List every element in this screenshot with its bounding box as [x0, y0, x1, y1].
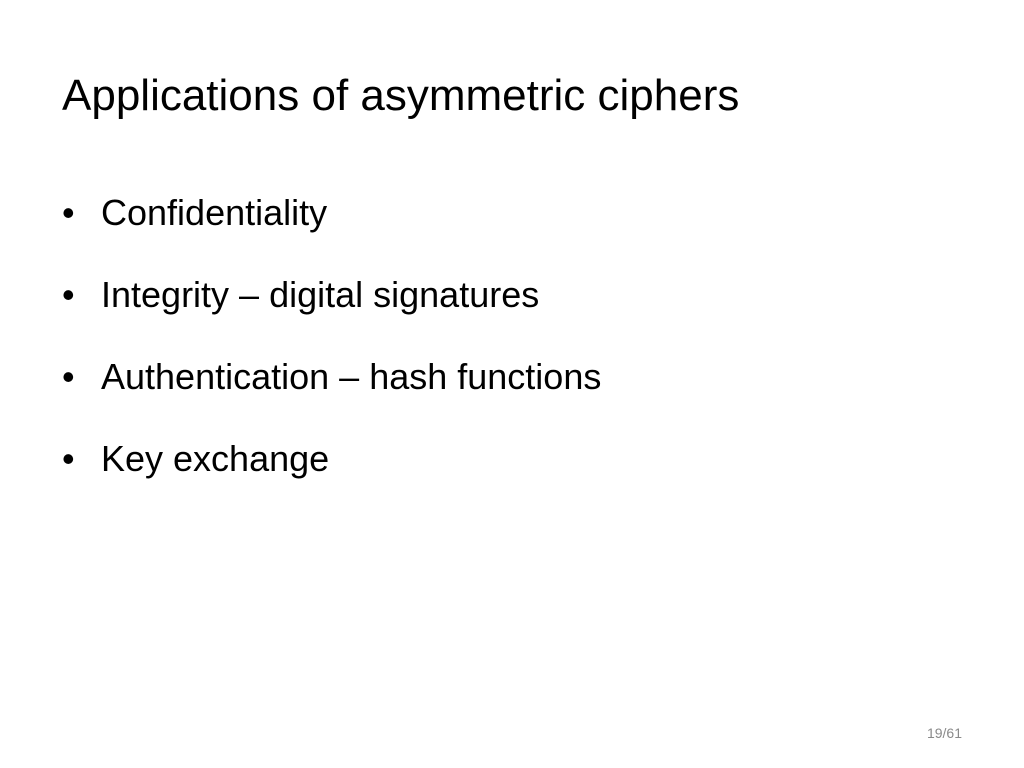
bullet-point-icon: •: [62, 356, 75, 397]
page-number: 19/61: [926, 725, 962, 741]
bullet-text: Confidentiality: [101, 192, 328, 233]
bullet-point-icon: •: [62, 438, 75, 479]
bullet-point-icon: •: [62, 274, 75, 315]
bullet-text: Key exchange: [101, 438, 330, 479]
bullet-point-icon: •: [62, 192, 75, 233]
slide-title: Applications of asymmetric ciphers: [62, 71, 740, 120]
bullet-text: Integrity – digital signatures: [101, 274, 540, 315]
bullet-text: Authentication – hash functions: [101, 356, 602, 397]
